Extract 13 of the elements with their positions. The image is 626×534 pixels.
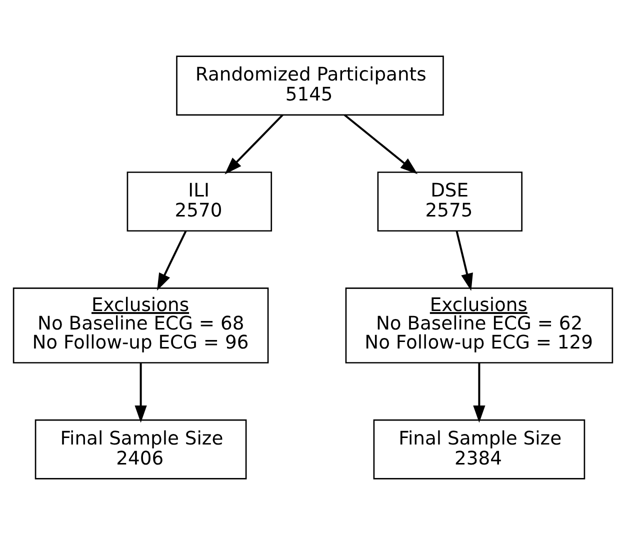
node-box: Randomized Participants 5145: [176, 55, 444, 116]
arrow: [456, 230, 473, 290]
arrow: [473, 362, 486, 422]
node-box: ILI 2570: [126, 171, 272, 232]
arrow: [344, 114, 418, 174]
arrow: [224, 114, 284, 174]
node-box: Exclusions No Baseline ECG = 68 No Follow-up ECG = 96: [12, 286, 269, 363]
node-box: Final Sample Size 2384: [373, 418, 586, 479]
arrow: [134, 362, 147, 422]
node-box: Exclusions No Baseline ECG = 62 No Follow-up ECG = 129: [345, 286, 614, 363]
node-box: Final Sample Size 2406: [34, 418, 247, 479]
arrow: [157, 230, 187, 290]
node-box: DSE 2575: [377, 171, 522, 232]
